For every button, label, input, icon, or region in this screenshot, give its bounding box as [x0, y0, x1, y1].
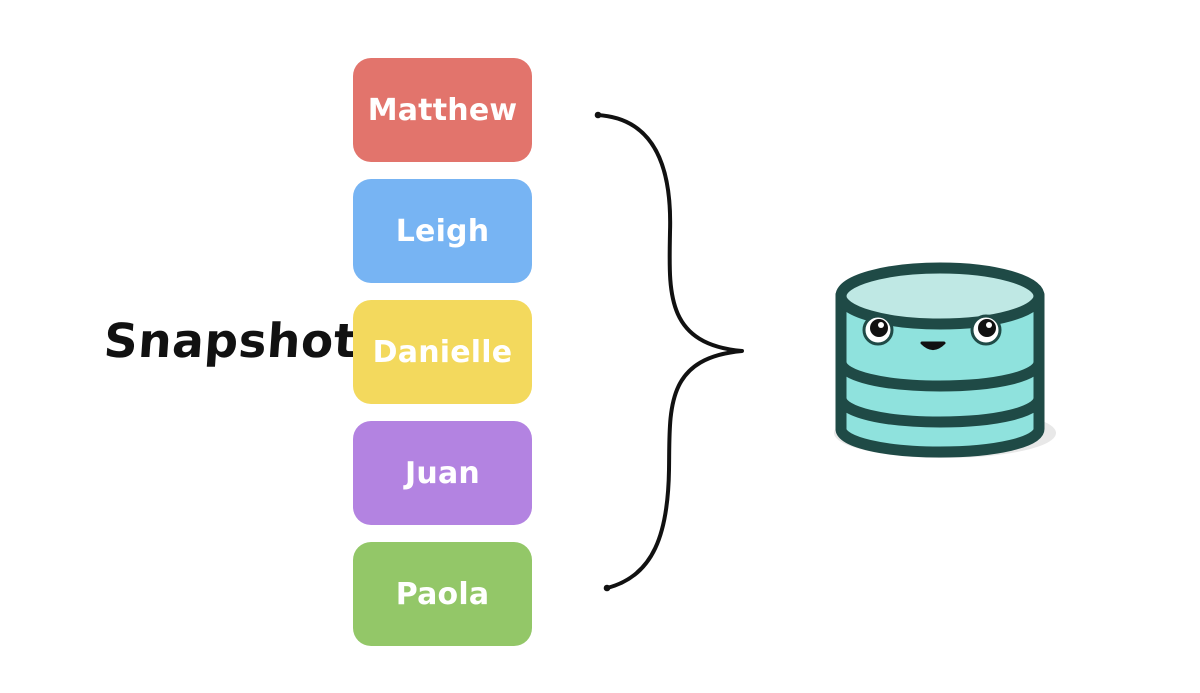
name-box-1-label: Matthew [367, 92, 518, 128]
name-box-5: Paola [353, 542, 532, 646]
snapshot-label: Snapshot [102, 314, 359, 369]
name-box-2-label: Leigh [395, 213, 490, 249]
name-box-4: Juan [353, 421, 532, 525]
name-box-3-label: Danielle [372, 334, 513, 370]
name-box-4-label: Juan [405, 455, 480, 491]
name-box-2: Leigh [353, 179, 532, 283]
name-box-3: Danielle [353, 300, 532, 404]
name-box-5-label: Paola [395, 576, 490, 612]
name-box-1: Matthew [353, 58, 532, 162]
